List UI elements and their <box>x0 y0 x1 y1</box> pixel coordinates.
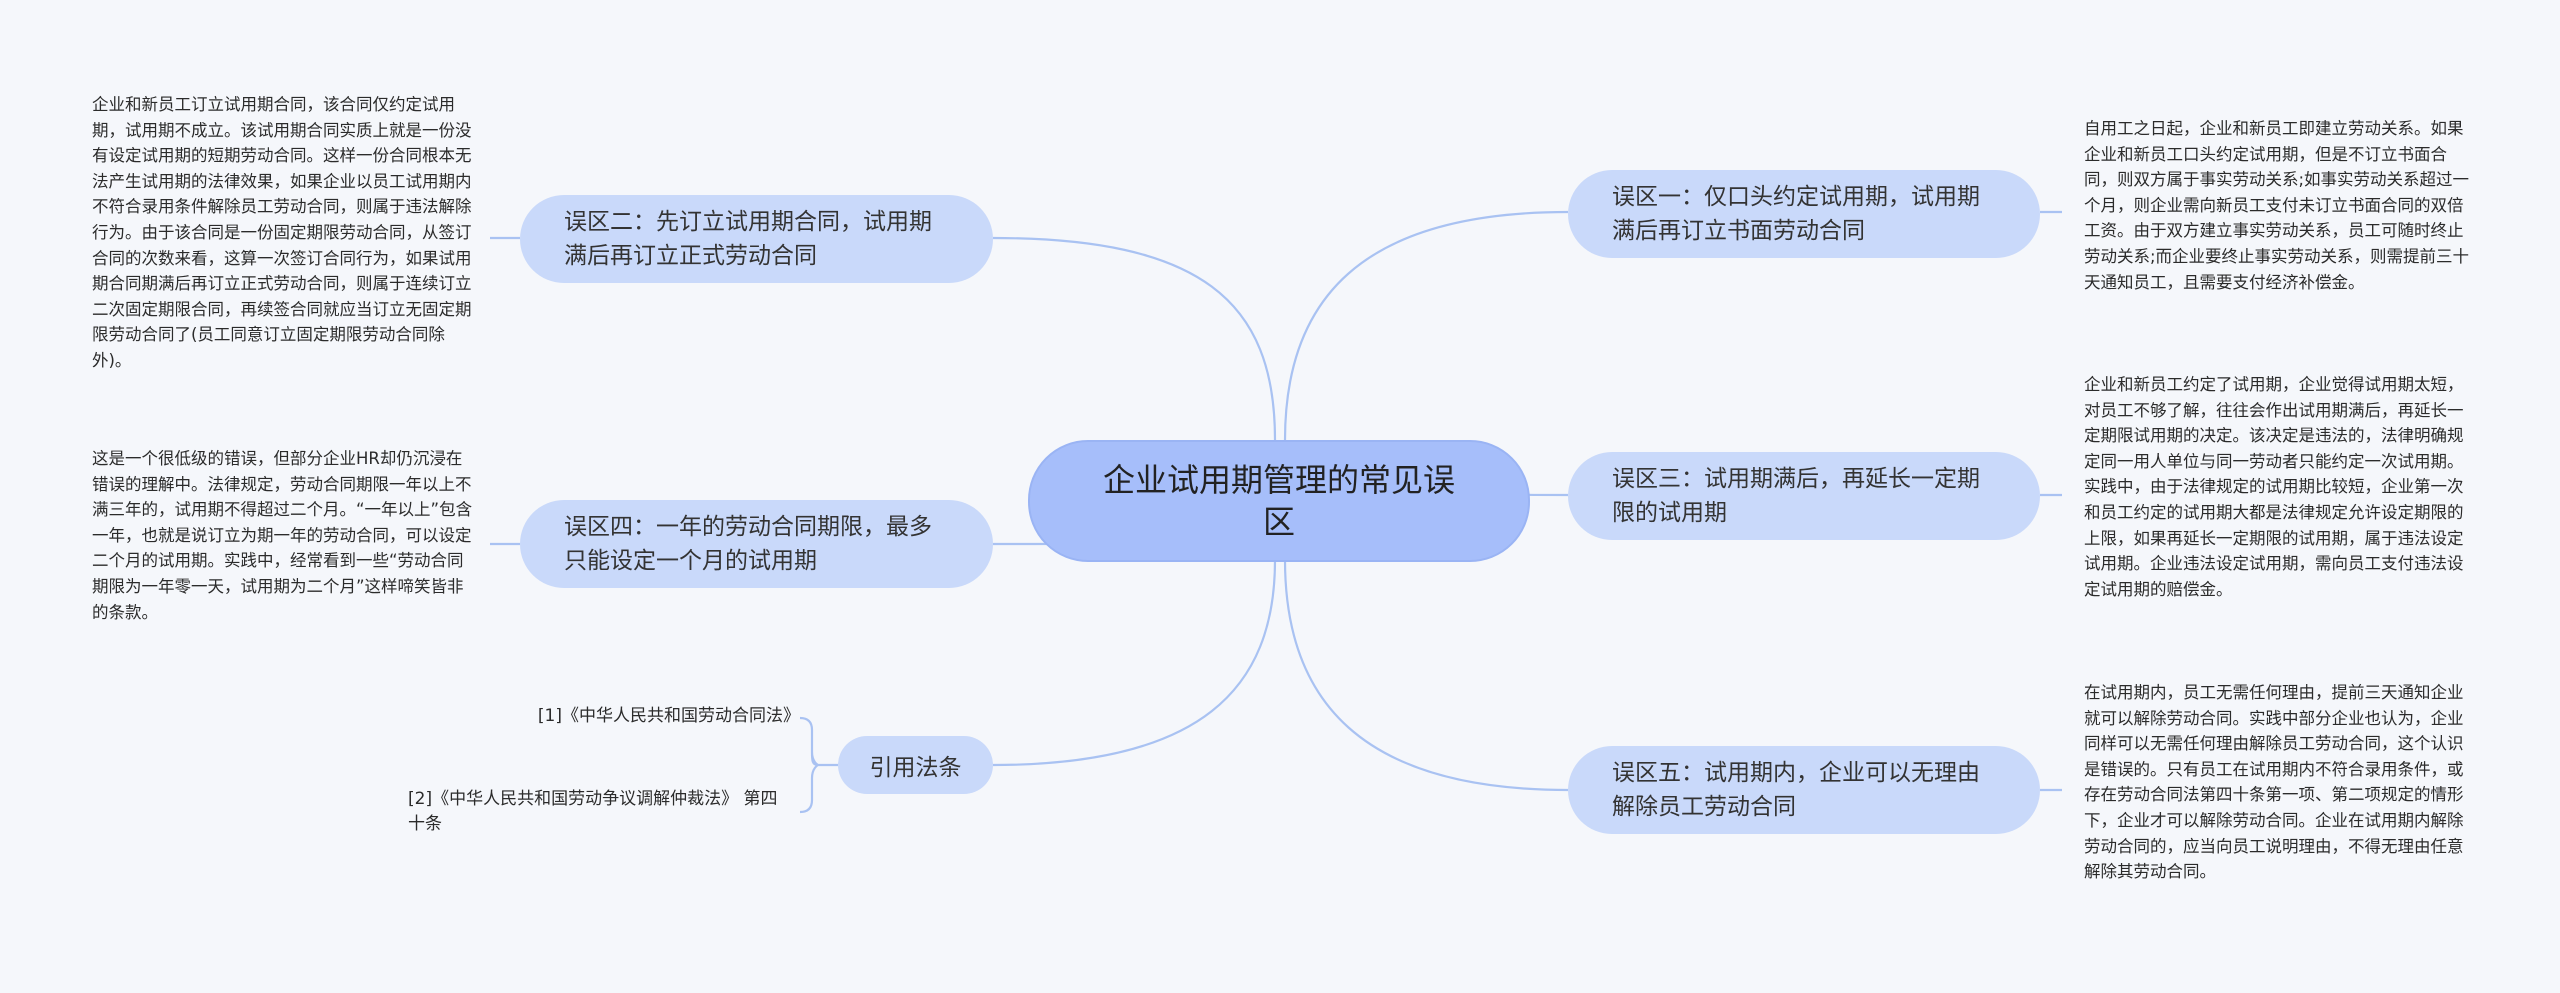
branch-label: 误区一：仅口头约定试用期，试用期满后再订立书面劳动合同 <box>1612 184 1980 244</box>
branch-label: 引用法条 <box>869 755 962 781</box>
branch-label: 误区二：先订立试用期合同，试用期满后再订立正式劳动合同 <box>564 209 932 269</box>
reference-item-2: [2]《中华人民共和国劳动争议调解仲裁法》 第四十条 <box>408 789 778 834</box>
branch-label: 误区五：试用期内，企业可以无理由解除员工劳动合同 <box>1612 760 1980 820</box>
detail-misconception-4: 这是一个很低级的错误，但部分企业HR却仍沉浸在错误的理解中。法律规定，劳动合同期… <box>92 449 473 622</box>
link-root-refs <box>992 559 1277 767</box>
branch-label: 误区四：一年的劳动合同期限，最多只能设定一个月的试用期 <box>564 514 932 574</box>
link-refs-brace <box>799 716 838 814</box>
link-root-m2 <box>992 236 1277 441</box>
root-node[interactable]: 企业试用期管理的常见误区 <box>1028 440 1530 562</box>
detail-misconception-2: 企业和新员工订立试用期合同，该合同仅约定试用期，试用期不成立。该试用期合同实质上… <box>92 95 472 370</box>
branch-label: 误区三：试用期满后，再延长一定期限的试用期 <box>1612 466 1980 526</box>
link-root-m1 <box>1283 210 1569 441</box>
branch-misconception-5[interactable]: 误区五：试用期内，企业可以无理由解除员工劳动合同 <box>1568 746 2040 834</box>
reference-item-1: [1]《中华人民共和国劳动合同法》 <box>537 706 800 726</box>
detail-misconception-1: 自用工之日起，企业和新员工即建立劳动关系。如果企业和新员工口头约定试用期，但是不… <box>2084 119 2470 292</box>
link-root-m5 <box>1283 559 1569 792</box>
branch-misconception-3[interactable]: 误区三：试用期满后，再延长一定期限的试用期 <box>1568 452 2040 540</box>
branch-misconception-1[interactable]: 误区一：仅口头约定试用期，试用期满后再订立书面劳动合同 <box>1568 170 2040 258</box>
root-title: 企业试用期管理的常见误区 <box>1102 461 1455 541</box>
branch-references[interactable]: 引用法条 <box>838 736 993 794</box>
branch-misconception-4[interactable]: 误区四：一年的劳动合同期限，最多只能设定一个月的试用期 <box>520 500 993 588</box>
detail-misconception-5: 在试用期内，员工无需任何理由，提前三天通知企业就可以解除劳动合同。实践中部分企业… <box>2084 683 2464 882</box>
branch-misconception-2[interactable]: 误区二：先订立试用期合同，试用期满后再订立正式劳动合同 <box>520 195 993 283</box>
detail-misconception-3: 企业和新员工约定了试用期，企业觉得试用期太短，对员工不够了解，往往会作出试用期满… <box>2084 375 2464 599</box>
